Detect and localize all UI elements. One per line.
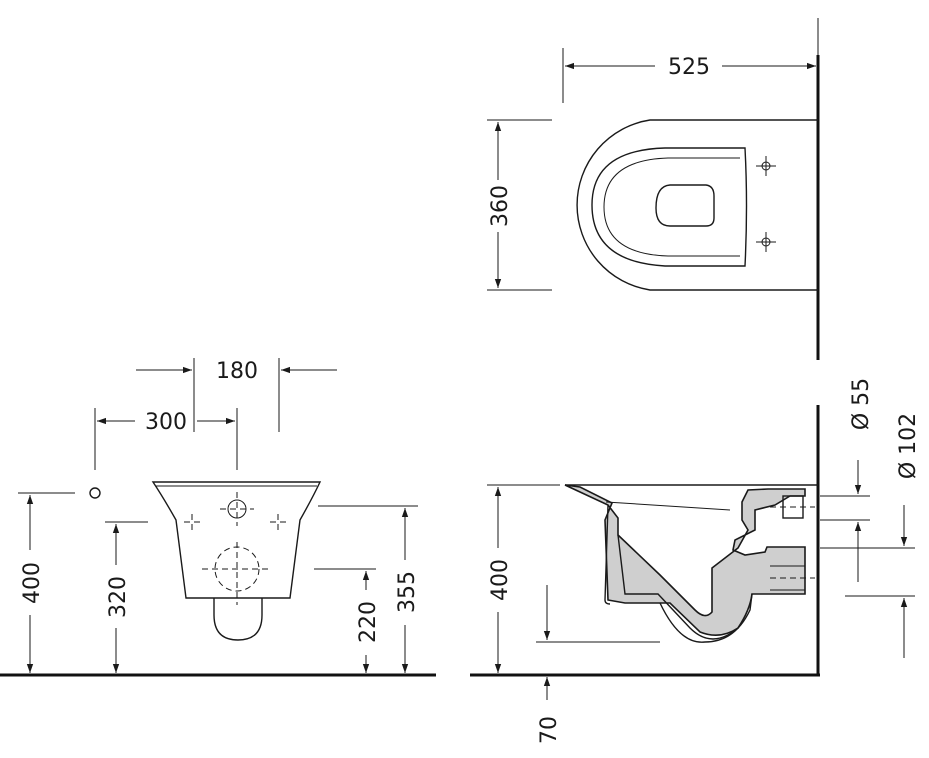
front-inlet-symbol (220, 492, 254, 526)
dim-front-height-left: 400 (20, 562, 45, 604)
dim-front-inlet-offset: 300 (145, 410, 187, 435)
top-inner-rim (591, 147, 748, 267)
top-inner-rim-2 (603, 157, 740, 257)
top-fixing-hole-upper (756, 156, 776, 176)
side-water-line (605, 501, 731, 511)
top-bowl-outline (576, 119, 818, 291)
front-pipe-circle (89, 487, 101, 499)
side-bowl-section (564, 484, 806, 636)
side-trap-bottom (659, 593, 753, 643)
dim-top-width: 525 (668, 55, 710, 80)
front-outlet-symbol (202, 542, 272, 605)
dim-side-drop: 70 (537, 716, 562, 744)
dim-front-height-outlet: 220 (356, 601, 381, 643)
side-view: 400 70 Ø 55 Ø 102 (470, 378, 921, 744)
top-view: 525 360 (487, 18, 820, 360)
side-bowl-inner-curve (617, 534, 739, 640)
dim-front-height-inlet: 320 (106, 576, 131, 618)
dim-outlet-diameter: Ø 55 (849, 378, 874, 430)
dim-inlet-diameter: Ø 102 (896, 413, 921, 479)
front-view: 180 300 400 320 220 355 (0, 358, 436, 677)
front-bowl-outline (151, 481, 322, 599)
side-bowl-front-wall (604, 504, 611, 605)
front-trap (213, 598, 263, 641)
dim-front-height-rim: 355 (395, 571, 420, 613)
top-waterway (655, 184, 715, 227)
top-fixing-hole-lower (756, 232, 776, 252)
front-bolt-left (184, 514, 200, 530)
front-bolt-right (270, 514, 286, 530)
dim-top-depth: 360 (488, 185, 513, 227)
dim-front-bracket-spacing: 180 (216, 359, 258, 384)
dim-side-height: 400 (488, 559, 513, 601)
